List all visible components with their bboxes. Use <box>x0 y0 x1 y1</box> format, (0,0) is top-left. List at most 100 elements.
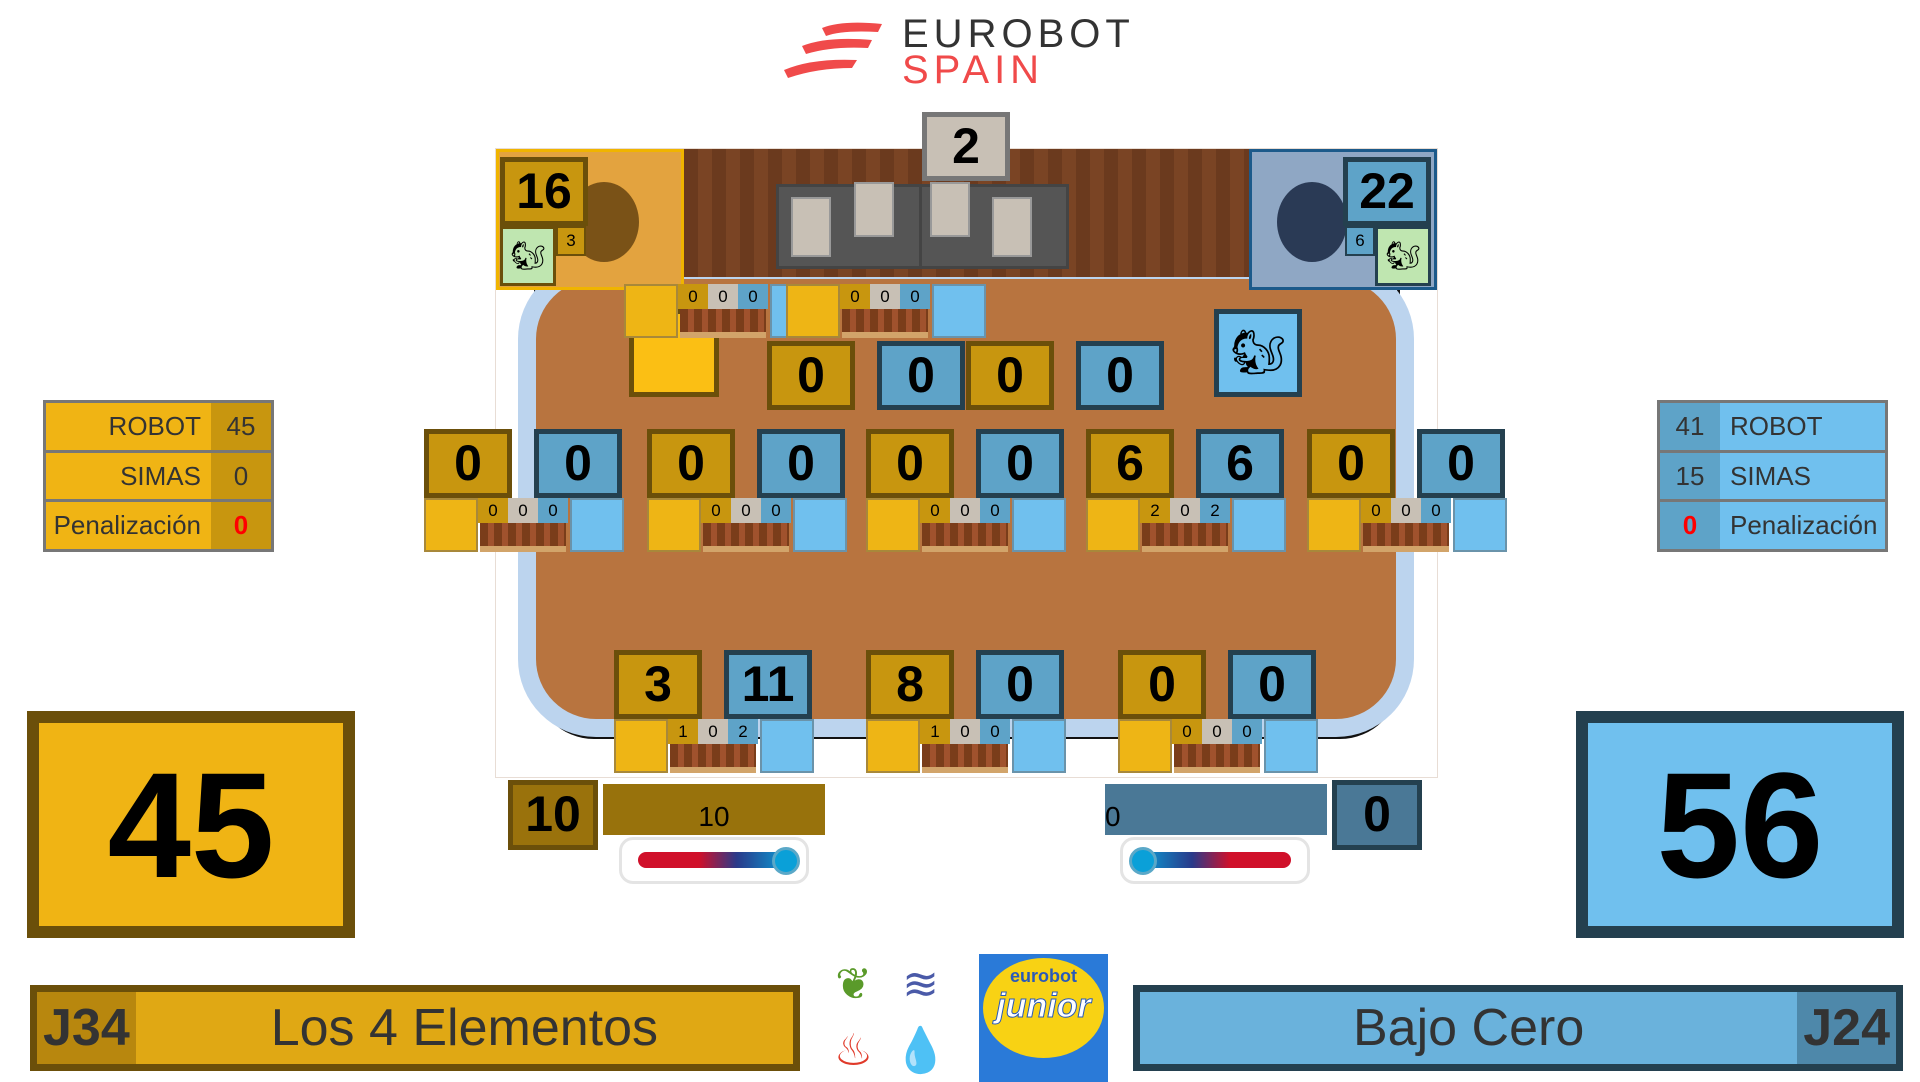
acorn-count: 0 <box>980 719 1010 744</box>
blue-slot <box>760 719 814 773</box>
acorn-crate-icon <box>922 523 1008 552</box>
blue-slot <box>1232 498 1286 552</box>
blue-slot <box>793 498 847 552</box>
elements-logo: ❦ ≋ ♨ 💧 <box>822 954 952 1082</box>
yellow-slot <box>647 498 701 552</box>
blue-nest-squirrel-icon: 🐿 <box>1375 226 1431 286</box>
acorn-count: 1 <box>920 719 950 744</box>
acorn-count: 2 <box>1200 498 1230 523</box>
acorn-count: 0 <box>900 284 930 309</box>
acorn-count: 0 <box>1361 498 1391 523</box>
acorn-count: 0 <box>1170 498 1200 523</box>
logo-mark-icon <box>784 22 882 78</box>
yellow-total-score: 45 <box>27 711 355 938</box>
yellow-slot <box>866 498 920 552</box>
acorn-count: 0 <box>731 498 761 523</box>
blue-slot <box>1012 719 1066 773</box>
penalty-value: 0 <box>1660 502 1720 550</box>
middle-yellow-tile: 0 <box>866 429 954 498</box>
acorn-count: 2 <box>728 719 758 744</box>
bottom-blue-tile: 11 <box>724 650 812 719</box>
yellow-team-code: J34 <box>37 992 136 1064</box>
blue-team-name: Bajo Cero <box>1353 999 1585 1057</box>
yellow-nest-squirrel-icon: 🐿 <box>500 226 556 286</box>
station-right <box>919 182 1069 269</box>
acorn-count: 0 <box>1232 719 1262 744</box>
bottom-blue-tile: 0 <box>1228 650 1316 719</box>
bottom-yellow-tile: 8 <box>866 650 954 719</box>
middle-blue-tile: 0 <box>1417 429 1505 498</box>
yellow-temperature-bar: 10 <box>603 784 825 835</box>
blue-total-score: 56 <box>1576 711 1904 938</box>
acorn-crate-icon <box>1142 523 1228 552</box>
acorn-count: 0 <box>950 719 980 744</box>
acorn-count: 0 <box>508 498 538 523</box>
table-label: ROBOT <box>1720 403 1885 450</box>
acorn-count: 0 <box>678 284 708 309</box>
top-score-tile: 0 <box>1076 341 1164 410</box>
yellow-slot <box>624 284 678 338</box>
acorn-crate-icon <box>480 523 566 552</box>
yellow-team-name: Los 4 Elementos <box>270 999 659 1057</box>
acorn-crate-icon <box>703 523 789 552</box>
yellow-thermometer <box>619 837 809 884</box>
acorn-count: 0 <box>1202 719 1232 744</box>
eurobot-spain-logo: EUROBOT SPAIN <box>782 14 1162 92</box>
acorn-count: 0 <box>950 498 980 523</box>
station-left <box>776 182 926 269</box>
logo-text-spain: SPAIN <box>902 48 1045 92</box>
table-label: SIMAS <box>46 452 211 500</box>
acorn-count: 0 <box>698 719 728 744</box>
leaf-icon: ❦ <box>835 960 872 1009</box>
table-value: 41 <box>1660 403 1720 450</box>
yellow-nest-count: 3 <box>556 226 586 256</box>
table-label: SIMAS <box>1720 452 1885 500</box>
blue-nest-count: 6 <box>1345 226 1375 256</box>
blue-temperature-bar: 0 <box>1105 784 1327 835</box>
bottom-yellow-tile: 0 <box>1118 650 1206 719</box>
yellow-slot <box>424 498 478 552</box>
middle-blue-tile: 0 <box>534 429 622 498</box>
acorn-count: 0 <box>1421 498 1451 523</box>
acorn-crate-icon <box>670 744 756 773</box>
acorn-count: 0 <box>738 284 768 309</box>
top-score-tile: 0 <box>767 341 855 410</box>
fire-icon: ♨ <box>833 1026 874 1075</box>
acorn-crate-icon <box>922 744 1008 773</box>
yellow-slot <box>1118 719 1172 773</box>
acorn-count: 0 <box>538 498 568 523</box>
acorn-count: 0 <box>870 284 900 309</box>
middle-yellow-tile: 0 <box>1307 429 1395 498</box>
bottom-yellow-tile: 3 <box>614 650 702 719</box>
acorn-count: 0 <box>1391 498 1421 523</box>
bottom-blue-tile: 0 <box>976 650 1064 719</box>
middle-blue-tile: 6 <box>1196 429 1284 498</box>
junior-logo-line2: junior <box>996 987 1091 1026</box>
acorn-count: 0 <box>920 498 950 523</box>
yellow-slot <box>614 719 668 773</box>
yellow-slot <box>1307 498 1361 552</box>
acorn-count: 0 <box>708 284 738 309</box>
acorn-count: 2 <box>1140 498 1170 523</box>
acorn-crate-icon <box>1174 744 1260 773</box>
blue-slot <box>932 284 986 338</box>
acorn-crate-icon <box>1363 523 1449 552</box>
